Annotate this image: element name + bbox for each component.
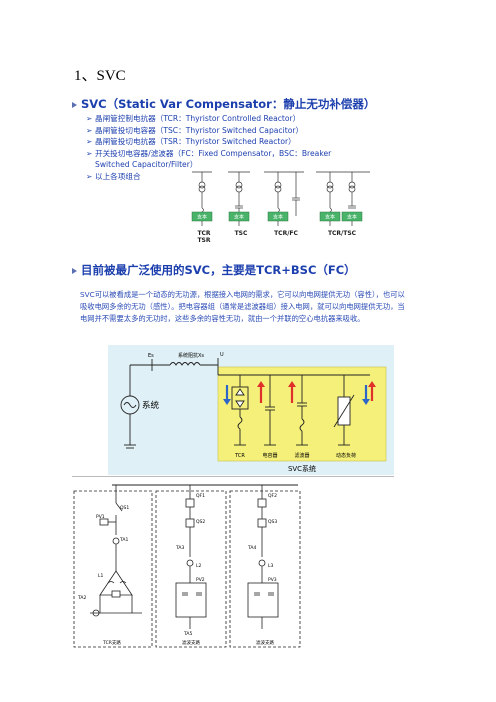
topology-label-tcr: TCR: [197, 230, 210, 237]
branch-label-tcr: TCR: [234, 453, 245, 459]
tag-l2: L2: [196, 563, 202, 569]
tag-ta5: TA5: [183, 631, 192, 637]
thyristor-valve-box: [191, 211, 363, 222]
svc-topology-diagram: 支本 支本 支本 支本 支本 TCR TSR TSC TCR/FC TCR/TS…: [191, 171, 370, 244]
tag-ta2: TA2: [77, 595, 86, 601]
section-heading: 1、SVC: [74, 68, 126, 84]
tag-ta1: TA1: [119, 537, 128, 543]
system-label: 系统: [142, 400, 160, 411]
branch-label-capacitor: 电容器: [262, 452, 277, 459]
tag-qf2: QF2: [268, 493, 277, 499]
svc-type-list: ➢晶闸管控制电抗器（TCR：Thyristor Controlled React…: [86, 113, 331, 183]
branch-label-dynamic-load: 动态负荷: [336, 452, 356, 459]
svc-definition-title: SVC（Static Var Compensator：静止无功补偿器）: [72, 96, 375, 112]
tag-pv1: PV1: [96, 514, 105, 520]
line-impedance-label: 系统阻抗Xs: [178, 352, 204, 359]
tag-l1: L1: [98, 573, 104, 579]
box-label: 支本: [197, 214, 207, 221]
list-item-continuation: Switched Capacitor/Filter）: [95, 160, 198, 170]
tag-pv2: PV2: [196, 577, 205, 583]
list-item: ➢开关投切电容器/滤波器（FC：Fixed Compensator，BSC：Br…: [86, 148, 332, 158]
list-item: ➢以上各项组合: [86, 171, 141, 181]
arrow-bullet-icon: ➢: [86, 114, 93, 123]
svc-description-paragraph: SVC可以被看成是一个动态的无功源，根据接入电网的需求，它可以向电网提供无功（容…: [80, 290, 405, 323]
tag-ta3: TA3: [175, 545, 184, 551]
branch-label-filter: 滤波器: [294, 452, 309, 459]
topology-label-tcr-tsc: TCR/TSC: [328, 230, 357, 237]
tcr-branch-panel: [73, 490, 153, 648]
box-label: 支本: [325, 214, 335, 221]
panel-label-tcr: TCR支路: [102, 639, 121, 646]
arrow-bullet-icon: ➢: [86, 171, 93, 181]
svc-system-diagram: 系统 系统阻抗Xs Es U TCR 电容器 滤波器 动态负荷 SVC系统: [108, 345, 394, 475]
triangle-bullet-icon: [72, 101, 77, 108]
box-label: 支本: [273, 214, 283, 221]
tag-l3: L3: [268, 563, 274, 569]
list-item: ➢晶闸管投切电容器（TSC：Thyristor Switched Capacit…: [86, 125, 304, 135]
tag-qs2: QS2: [196, 519, 205, 525]
panel-label-filter-1: 滤波支路: [182, 639, 200, 646]
box-label: 支本: [347, 214, 357, 221]
reactive-power-arrows: [223, 381, 376, 405]
tag-pv3: PV3: [268, 577, 277, 583]
divider: [72, 476, 394, 477]
box-label: 支本: [234, 214, 244, 221]
panel-label-filter-2: 滤波支路: [256, 639, 274, 646]
arrow-bullet-icon: ➢: [86, 125, 93, 135]
tag-ta4: TA4: [247, 545, 256, 551]
triangle-bullet-icon: [72, 267, 77, 274]
arrow-bullet-icon: ➢: [86, 137, 93, 147]
topology-label-tcr-fc: TCR/FC: [274, 230, 298, 237]
bus-es-label: Es: [148, 353, 154, 359]
topology-label-tsr: TSR: [197, 237, 210, 244]
tag-qs1: QS1: [120, 505, 129, 511]
tag-qf1: QF1: [196, 493, 205, 499]
list-item: ➢晶闸管投切电抗器（TSR：Thyristor Switched Reactor…: [86, 137, 296, 147]
bus-u-label: U: [220, 352, 224, 358]
topology-label-tsc: TSC: [235, 230, 248, 237]
svc-system-caption: SVC系统: [288, 464, 316, 473]
list-item: ➢晶闸管控制电抗器（TCR：Thyristor Controlled React…: [86, 114, 301, 123]
tag-qs3: QS3: [268, 519, 277, 525]
svc-wiring-diagram: QS1 PV1 TA1 TA2 L1 QF1 QS2 TA3 L2 PV2 QF…: [73, 484, 301, 648]
arrow-bullet-icon: ➢: [86, 148, 93, 158]
filter-branch-panel-1: [155, 490, 227, 648]
svc-common-type-title: 目前被最广泛使用的SVC，主要是TCR+BSC（FC）: [72, 262, 356, 278]
filter-branch-panel-2: [229, 490, 301, 648]
